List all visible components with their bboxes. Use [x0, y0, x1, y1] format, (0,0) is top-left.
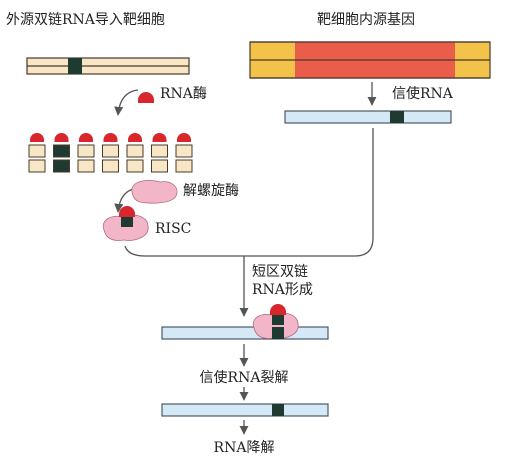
- exogenous-dsrna: [26, 57, 190, 75]
- sirna-fragment: [126, 133, 144, 173]
- helicase-icon: [131, 180, 178, 204]
- fragment-strand-top: [175, 144, 193, 158]
- sirna-fragment: [77, 133, 95, 173]
- merge-lines: [124, 128, 374, 257]
- rnase-cap-icon: [54, 133, 69, 142]
- rnase-cap-icon: [79, 133, 93, 142]
- label-short-duplex-line2: RNA形成: [252, 282, 313, 298]
- fragment-strand-bottom: [102, 159, 119, 173]
- fragment-strand-top: [102, 144, 119, 158]
- sirna-fragment: [53, 133, 70, 173]
- fragment-strand-top: [151, 144, 168, 158]
- fragment-strand-bottom: [175, 159, 193, 173]
- title-exogenous-dsrna: 外源双链RNA导入靶细胞: [6, 12, 165, 28]
- label-rnase: RNA酶: [160, 86, 207, 102]
- fragment-strand-top: [77, 144, 95, 158]
- fragment-strand-bottom: [151, 159, 168, 173]
- label-mrna-cleavage: 信使RNA裂解: [199, 370, 289, 386]
- label-risc: RISC: [155, 221, 192, 237]
- rnase-arrow: [114, 89, 139, 116]
- rnase-cap-icon: [30, 133, 44, 142]
- label-mrna: 信使RNA: [392, 86, 453, 102]
- fragment-strand-top: [28, 144, 46, 158]
- label-rna-degradation: RNA降解: [213, 440, 275, 456]
- fragment-strand-bottom: [77, 159, 95, 173]
- rnase-cap-icon: [103, 133, 118, 142]
- fragment-strand-bottom: [28, 159, 46, 173]
- sirna-fragment: [151, 133, 168, 173]
- cleaved-mrna: [161, 403, 329, 417]
- short-duplex-complex: [161, 304, 329, 340]
- mrna-strand: [284, 110, 452, 124]
- label-short-duplex-line1: 短区双链: [252, 264, 308, 280]
- title-endogenous-gene: 靶细胞内源基因: [317, 12, 415, 28]
- risc-complex: [102, 206, 149, 241]
- fragment-strand-top: [53, 144, 70, 158]
- fragment-strand-top: [126, 144, 144, 158]
- dsrna-target-segment: [68, 58, 82, 74]
- sirna-fragment: [175, 133, 193, 173]
- sirna-fragment: [102, 133, 119, 173]
- cleaved-fragments: [28, 133, 193, 173]
- fragment-strand-bottom: [126, 159, 144, 173]
- rnase-enzyme-icon: [138, 92, 154, 103]
- label-helicase: 解螺旋酶: [183, 183, 239, 199]
- endogenous-gene: [249, 41, 491, 79]
- fragment-strand-bottom: [53, 159, 70, 173]
- sirna-fragment: [28, 133, 46, 173]
- rnase-cap-icon: [128, 133, 142, 142]
- rnase-cap-icon: [152, 133, 167, 142]
- rnase-cap-icon: [177, 133, 191, 142]
